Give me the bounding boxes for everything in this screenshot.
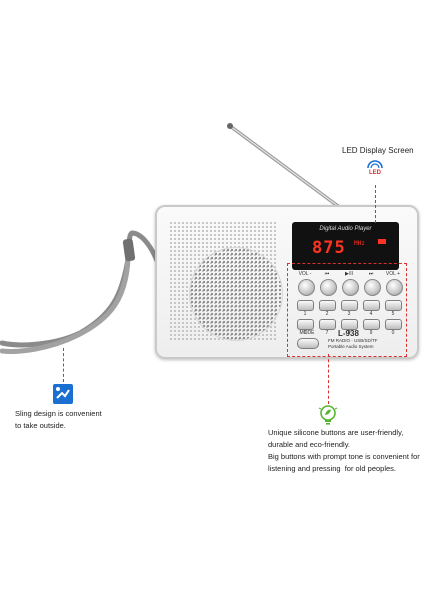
buttons-callout-text: Unique silicone buttons are user-friendl… — [268, 428, 420, 473]
model-label: L-938 — [338, 329, 359, 338]
vol-up-button[interactable] — [386, 279, 403, 296]
key-label-vol-down: VOL - — [298, 271, 312, 277]
speaker-grille — [169, 221, 283, 341]
number-label: 4 — [369, 311, 373, 317]
led-display: Digital Audio Player 875 MHz — [292, 222, 399, 270]
number-label: 8 — [347, 330, 351, 336]
key-label-prev: ⏮ — [324, 271, 330, 277]
display-title: Digital Audio Player — [319, 226, 372, 232]
feature-text: FM RADIO · USB/SD/TF — [328, 338, 378, 343]
number-button-1[interactable] — [297, 300, 314, 311]
number-label: 0 — [391, 330, 395, 336]
mode-label: MODE — [299, 330, 315, 336]
sling-icon — [53, 384, 73, 404]
number-button-0[interactable] — [385, 319, 402, 330]
number-button-4[interactable] — [363, 300, 380, 311]
number-button-5[interactable] — [385, 300, 402, 311]
prev-button[interactable] — [320, 279, 337, 296]
key-label-vol-up: VOL + — [385, 271, 401, 277]
product-text: Portable Audio System — [328, 344, 374, 349]
leaf-bulb-icon — [318, 404, 338, 426]
number-button-9[interactable] — [363, 319, 380, 330]
speaker-cone — [189, 247, 283, 341]
led-leader-line — [375, 185, 376, 223]
number-button-2[interactable] — [319, 300, 336, 311]
play-pause-button[interactable] — [342, 279, 359, 296]
number-label: 9 — [369, 330, 373, 336]
sling-leader-line — [63, 348, 64, 382]
number-label: 6 — [303, 330, 307, 336]
key-label-next: ⏭ — [368, 271, 374, 277]
vol-down-button[interactable] — [298, 279, 315, 296]
radio-body: Digital Audio Player 875 MHz VOL - ⏮ ▶/I… — [155, 205, 419, 359]
number-label: 5 — [391, 311, 395, 317]
number-button-6[interactable] — [297, 319, 314, 330]
display-indicator-icon — [378, 239, 386, 244]
number-button-8[interactable] — [341, 319, 358, 330]
number-label: 1 — [303, 311, 307, 317]
number-label: 3 — [347, 311, 351, 317]
buttons-leader-line — [328, 354, 329, 404]
display-frequency: 875 — [312, 238, 346, 258]
sling-callout-text: Sling design is convenient to take outsi… — [15, 409, 102, 430]
display-unit: MHz — [354, 240, 365, 247]
mode-button[interactable] — [297, 338, 319, 349]
buttons-highlight-box — [287, 263, 407, 357]
number-button-3[interactable] — [341, 300, 358, 311]
key-label-play: ▶/II — [344, 271, 353, 277]
wrist-strap — [0, 230, 161, 354]
led-icon: LED — [366, 160, 384, 176]
number-button-7[interactable] — [319, 319, 336, 330]
led-callout-title: LED Display Screen — [342, 146, 414, 155]
next-button[interactable] — [364, 279, 381, 296]
number-label: 2 — [325, 311, 329, 317]
led-icon-text: LED — [369, 170, 382, 176]
number-label: 7 — [325, 330, 329, 336]
